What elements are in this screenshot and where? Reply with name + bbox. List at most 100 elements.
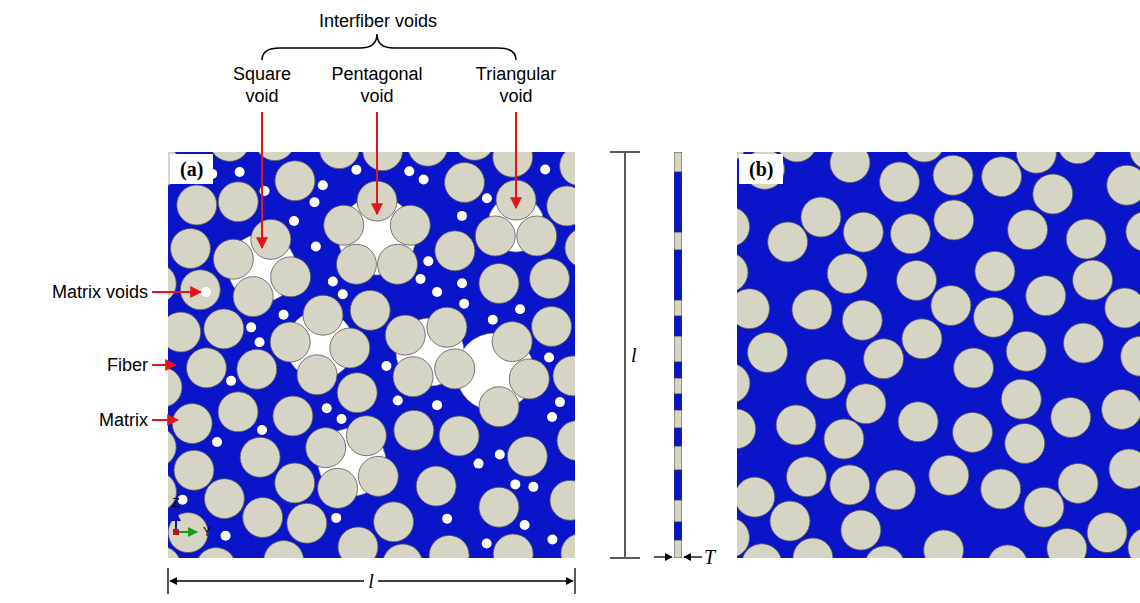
fiber — [801, 197, 841, 237]
fiber — [880, 162, 920, 202]
group-brace — [262, 34, 516, 60]
fiber — [1121, 336, 1140, 376]
matrix-void — [246, 322, 256, 332]
fiber — [427, 307, 467, 347]
fiber — [1008, 210, 1048, 250]
fiber-section — [674, 232, 682, 250]
fiber — [830, 465, 870, 505]
fiber — [172, 404, 212, 444]
matrix-void — [528, 482, 538, 492]
fiber — [841, 510, 881, 550]
part-label: Fiber — [107, 354, 148, 376]
matrix-void — [488, 315, 498, 325]
fiber — [168, 367, 182, 407]
fiber — [1105, 288, 1140, 328]
fiber — [517, 216, 557, 256]
fiber-section — [674, 500, 682, 522]
fiber — [243, 497, 283, 537]
matrix-void — [322, 403, 332, 413]
fiber — [358, 456, 398, 496]
fiber — [924, 530, 964, 558]
fiber — [843, 212, 883, 252]
matrix-void — [381, 361, 391, 371]
fiber — [218, 182, 258, 222]
rve-without-voids — [737, 152, 1140, 558]
fiber — [168, 312, 201, 352]
fiber — [768, 222, 808, 262]
fiber — [748, 332, 788, 372]
fiber — [933, 155, 973, 195]
fiber — [565, 228, 575, 268]
fiber — [218, 392, 258, 432]
panel-label: (a) — [170, 154, 213, 184]
fiber — [1066, 219, 1106, 259]
fiber — [737, 409, 756, 449]
fiber — [1026, 276, 1066, 316]
fiber — [547, 186, 575, 226]
fiber — [530, 259, 570, 299]
fiber — [842, 300, 882, 340]
fiber — [180, 270, 220, 310]
dimension-label: l — [364, 570, 378, 592]
fiber — [271, 257, 311, 297]
matrix-void — [328, 276, 338, 286]
matrix-void — [515, 304, 525, 314]
fiber — [408, 152, 448, 166]
matrix-void — [221, 531, 231, 541]
fiber — [493, 534, 533, 558]
dimension-height — [610, 152, 640, 558]
fiber — [383, 544, 423, 558]
matrix-void — [457, 211, 467, 221]
fiber — [174, 450, 214, 490]
fiber — [492, 322, 532, 362]
matrix-void — [544, 352, 554, 362]
fiber — [270, 322, 310, 362]
fiber — [1051, 397, 1091, 437]
fiber — [865, 546, 905, 558]
fiber — [273, 396, 313, 436]
void-label: Pentagonal void — [327, 63, 427, 107]
leader-arrow — [376, 112, 378, 214]
leader-arrow — [152, 291, 201, 293]
fiber — [1058, 463, 1098, 503]
fiber — [786, 457, 826, 497]
dimension-thickness — [654, 556, 702, 557]
fiber — [1063, 323, 1103, 363]
fiber — [953, 412, 993, 452]
fiber — [287, 503, 327, 543]
fiber — [1087, 513, 1127, 553]
matrix-void — [338, 289, 348, 299]
fiber — [385, 315, 425, 355]
matrix-void — [547, 534, 557, 544]
fiber-section — [674, 410, 682, 428]
matrix-void — [432, 400, 442, 410]
fiber — [846, 384, 886, 424]
fiber — [864, 339, 904, 379]
rve-with-voids — [168, 152, 575, 558]
fiber — [416, 466, 456, 506]
panel-label: (b) — [739, 154, 783, 184]
fiber-section — [674, 152, 682, 172]
fiber — [988, 545, 1028, 558]
matrix-void — [311, 242, 321, 252]
axis-triad — [173, 512, 197, 535]
matrix-void — [279, 310, 289, 320]
fiber — [318, 468, 358, 508]
fiber — [338, 527, 378, 558]
fiber — [479, 263, 519, 303]
matrix-void — [337, 414, 347, 424]
fiber — [240, 437, 280, 477]
matrix-void — [520, 520, 530, 530]
axis-label: Z — [172, 496, 179, 510]
fiber — [390, 205, 430, 245]
matrix-void — [457, 278, 467, 288]
fiber — [1128, 528, 1140, 558]
fiber — [1126, 212, 1140, 252]
matrix-void — [495, 450, 505, 460]
matrix-void — [510, 479, 520, 489]
fiber — [297, 355, 337, 395]
void-label: Square void — [227, 63, 297, 107]
fiber — [890, 214, 930, 254]
matrix-void — [474, 459, 484, 469]
matrix-void — [419, 175, 429, 185]
